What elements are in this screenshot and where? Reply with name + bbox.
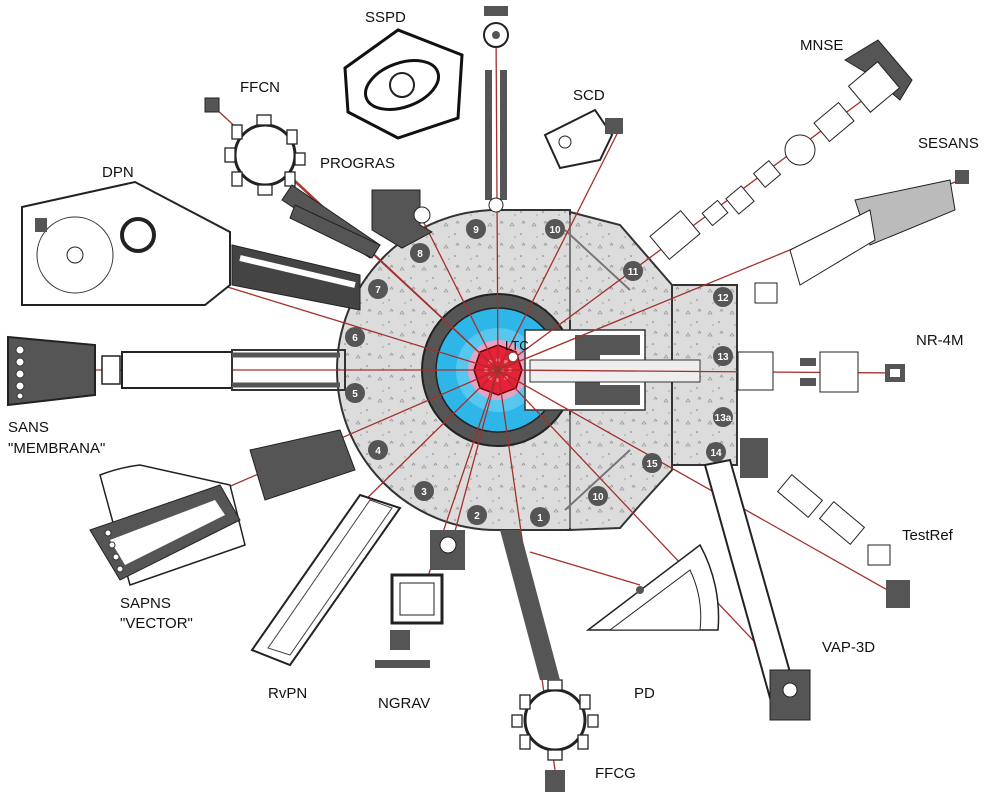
instrument-rvpn (250, 493, 402, 667)
svg-text:14: 14 (710, 448, 722, 459)
channel-9: 9 (466, 219, 486, 239)
label-sapns: SAPNS (120, 595, 171, 612)
svg-text:5: 5 (352, 389, 358, 400)
svg-text:13a: 13a (715, 413, 732, 424)
ltc-marker: LTC (505, 338, 529, 363)
label-sspd: SSPD (365, 9, 406, 26)
instrument-sspd (343, 6, 509, 213)
channel-2: 2 (467, 505, 487, 525)
svg-text:4: 4 (375, 446, 381, 457)
svg-text:6: 6 (352, 333, 358, 344)
channel-10-bottom: 10 (588, 486, 608, 506)
svg-text:13: 13 (717, 352, 729, 363)
channel-14: 14 (706, 442, 726, 462)
svg-text:2: 2 (474, 511, 480, 522)
instrument-ngrav (375, 530, 465, 668)
instrument-mnse (649, 39, 913, 261)
channel-15: 15 (642, 453, 662, 473)
svg-text:11: 11 (628, 267, 639, 278)
svg-text:1: 1 (537, 513, 543, 524)
channel-8: 8 (410, 243, 430, 263)
label-vap3d: VAP-3D (822, 639, 875, 656)
label-vector: "VECTOR" (120, 615, 193, 632)
channel-5: 5 (345, 383, 365, 403)
svg-text:7: 7 (375, 285, 381, 296)
instrument-scd (543, 108, 623, 170)
instrument-sans (7, 335, 346, 407)
channel-4: 4 (368, 440, 388, 460)
instrument-pd (585, 543, 720, 631)
channel-12: 12 (713, 287, 733, 307)
label-sesans: SESANS (918, 135, 979, 152)
channel-11: 11 (623, 261, 643, 281)
label-ffcn: FFCN (240, 79, 280, 96)
channel-10-top: 10 (545, 219, 565, 239)
label-sans: SANS (8, 419, 49, 436)
label-dpn: DPN (102, 164, 134, 181)
svg-text:10: 10 (592, 492, 604, 503)
svg-text:10: 10 (549, 225, 561, 236)
svg-text:15: 15 (646, 459, 658, 470)
label-pd: PD (634, 685, 655, 702)
channel-13: 13 (713, 346, 733, 366)
label-membrana: "MEMBRANA" (8, 440, 105, 457)
label-rvpn: RvPN (268, 685, 307, 702)
channel-13a: 13a (713, 407, 733, 427)
ltc-label: LTC (505, 338, 529, 353)
svg-text:3: 3 (421, 487, 427, 498)
label-scd: SCD (573, 87, 605, 104)
channel-6: 6 (345, 327, 365, 347)
instrument-testref (740, 438, 910, 608)
label-ngrav: NGRAV (378, 695, 430, 712)
svg-text:8: 8 (417, 249, 423, 260)
instrument-nr4m (737, 351, 905, 393)
svg-text:12: 12 (717, 293, 729, 304)
instrument-ffcg (500, 530, 599, 792)
label-ffcg: FFCG (595, 765, 636, 782)
instrument-dpn (21, 180, 361, 311)
channel-markers: 1 2 3 4 5 6 7 8 9 10 11 12 13 13a 14 15 … (345, 219, 733, 527)
instrument-progras (289, 189, 434, 259)
instrument-labels: SSPD MNSE FFCN SCD SESANS DPN PROGRAS NR… (8, 9, 979, 782)
instrument-vap3d (703, 458, 811, 721)
channel-3: 3 (414, 481, 434, 501)
channel-1: 1 (530, 507, 550, 527)
channel-7: 7 (368, 279, 388, 299)
label-nr4m: NR-4M (916, 332, 964, 349)
instrument-sesans (754, 170, 969, 304)
svg-text:9: 9 (473, 225, 479, 236)
label-progras: PROGRAS (320, 155, 395, 172)
label-mnse: MNSE (800, 37, 843, 54)
label-testref: TestRef (902, 527, 954, 544)
instrument-sapns (89, 429, 356, 586)
